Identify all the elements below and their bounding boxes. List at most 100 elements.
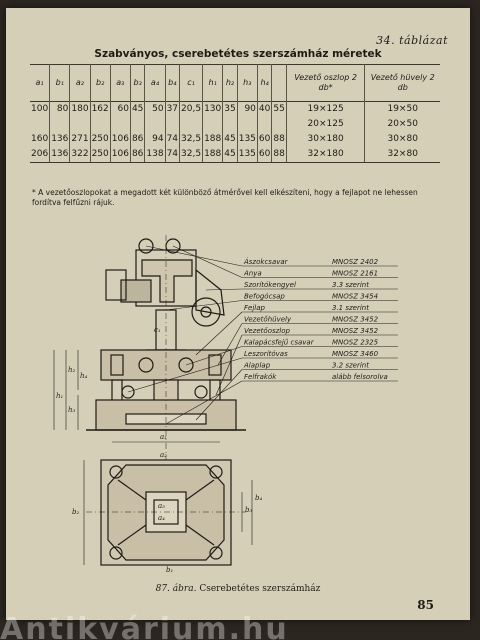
table-cell [222, 117, 238, 132]
table-cell [109, 117, 131, 132]
table-cell: 86 [129, 147, 145, 163]
table-cell [164, 117, 180, 132]
table-cell: 60 [256, 132, 272, 147]
table-cell: 45 [222, 147, 238, 163]
header-cell: h₂ [222, 64, 238, 102]
part-standard: MNOSZ 3454 [332, 293, 378, 301]
header-cell: h₃ [236, 64, 258, 102]
table-cell: 322 [69, 147, 91, 163]
table-cell: 86 [129, 132, 145, 147]
leader-line [145, 245, 243, 267]
table-cell: 180 [69, 101, 91, 117]
table-cell: 35 [222, 101, 238, 117]
table-cell: 55 [271, 101, 287, 117]
part-name: Ászokcsavar [243, 257, 289, 266]
table-cell: 32×180 [285, 147, 365, 163]
header-cell: Vezető oszlop 2 db* [285, 64, 365, 102]
table-cell [69, 117, 91, 132]
table-cell: 188 [202, 147, 223, 163]
part-standard: 3.3 szerint [332, 281, 369, 289]
part-label-row: Vezetőhüvely MNOSZ 3452 [242, 315, 398, 324]
bushing-left [110, 354, 124, 376]
leader-line [185, 346, 243, 366]
page-number: 85 [417, 598, 434, 612]
dim-b2: b₂ [72, 508, 79, 516]
header-cell: h₁ [202, 64, 223, 102]
table-cell: 250 [89, 132, 111, 147]
table-cell: 74 [164, 132, 180, 147]
table-cell: 94 [144, 132, 166, 147]
table-cell [30, 117, 50, 132]
dim-b3: b₃ [245, 506, 252, 514]
table-cell: 37 [164, 101, 180, 117]
table-cell: 74 [164, 147, 180, 163]
plan-hole-1 [109, 465, 123, 479]
table-cell: 32×80 [364, 147, 440, 163]
dim-h3: h₃ [68, 406, 76, 414]
table-cell: 80 [49, 101, 70, 117]
leader-line [165, 300, 243, 311]
dim-b4: b₄ [255, 494, 262, 502]
plan-hole-4 [209, 546, 223, 560]
clamp-left [120, 279, 152, 303]
leader-line [215, 334, 243, 396]
part-standard: MNOSZ 3460 [332, 350, 379, 358]
part-standard: 3.1 szerint [332, 304, 369, 312]
shank-tee [141, 259, 193, 303]
dim-a4: a₄ [158, 514, 165, 522]
dim-a1: a₁ [160, 433, 167, 441]
table-cell [49, 117, 70, 132]
dim-h2: h₂ [68, 366, 76, 374]
table-cell: 135 [236, 147, 258, 163]
nut-top [138, 238, 154, 254]
part-label-row: Befogócsap MNOSZ 3454 [242, 293, 398, 301]
table-cell: 188 [202, 132, 223, 147]
part-standard: MNOSZ 3452 [332, 316, 379, 324]
header-cell: a₄ [144, 64, 166, 102]
table-cell: 162 [89, 101, 111, 117]
screw-head-2 [178, 357, 194, 373]
header-cell: b₄ [164, 64, 180, 102]
header-cell: a₃ [109, 64, 131, 102]
dim-h1: h₁ [56, 392, 64, 400]
header-cell: c₁ [179, 64, 203, 102]
table-cell [129, 117, 145, 132]
leader-line [195, 369, 243, 421]
table-cell [236, 117, 258, 132]
bolt-base-2 [194, 385, 208, 399]
plan-hole-3 [109, 546, 123, 560]
header-cell: a₁ [35, 78, 44, 87]
part-name: Felfrakók [244, 373, 277, 381]
table-cell: 20×125 [285, 117, 365, 132]
table-cell: 130 [202, 101, 223, 117]
bushing-right [208, 354, 222, 376]
table-cell: 136 [49, 147, 70, 163]
part-name: Vezetőoszlop [244, 326, 291, 335]
header-cell: Vezető hüvely 2 db [364, 64, 440, 102]
header-cell [271, 64, 287, 102]
header-cell: a₂ [69, 64, 91, 102]
part-name: Vezetőhüvely [244, 315, 292, 324]
table-cell: 30×180 [285, 132, 365, 147]
table-cell: 30×80 [364, 132, 440, 147]
clamp-arm [195, 268, 225, 316]
table-cell: 100 [31, 104, 49, 114]
table-cell: 250 [89, 147, 111, 163]
part-name: Befogócsap [244, 293, 285, 301]
table-cell: 106 [109, 147, 131, 163]
table-title: Szabványos, cserebetétes szerszámház mér… [94, 48, 382, 60]
table-cell: 106 [109, 132, 131, 147]
table-cell: 19×50 [364, 101, 440, 117]
part-standard: 3.2 szerint [332, 362, 369, 370]
table-cell: 206 [30, 147, 50, 163]
